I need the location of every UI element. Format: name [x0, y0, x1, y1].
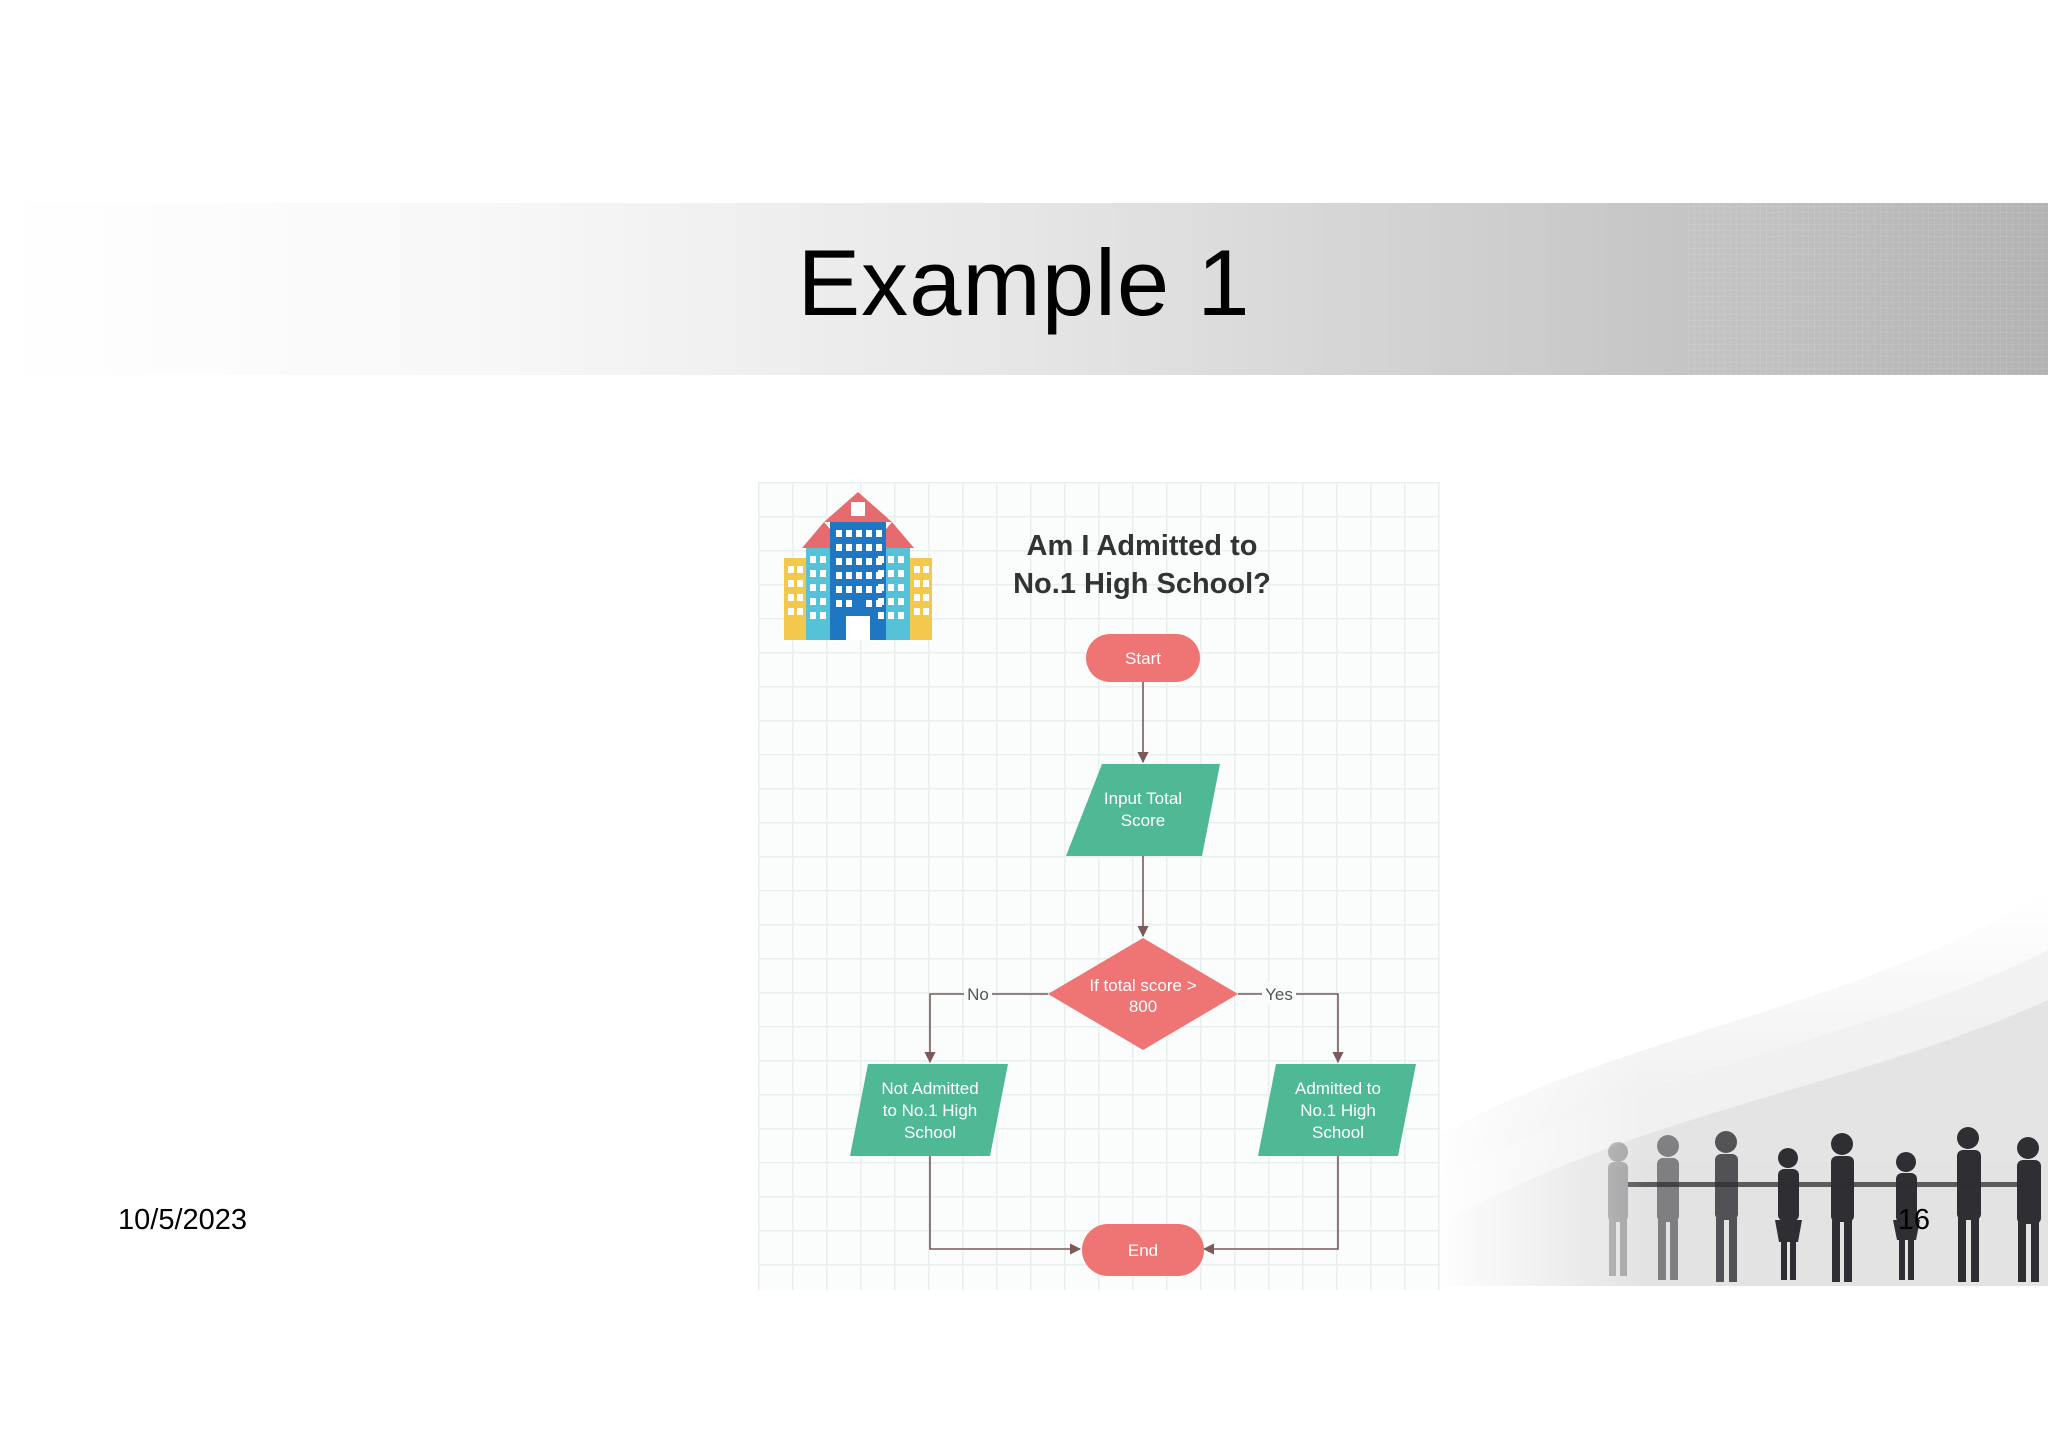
- not-admitted-label-line-3: School: [904, 1123, 956, 1142]
- admitted-label-line-1: Admitted to: [1295, 1079, 1381, 1098]
- decision-node-label-line-1: If total score >: [1089, 976, 1196, 995]
- edge-admitted-to-end: [1202, 1156, 1339, 1255]
- diagram-title-line-2: No.1 High School?: [1013, 568, 1271, 600]
- footer-page-number: 16: [1897, 1204, 1930, 1236]
- decision-node: If total score > 800: [1048, 938, 1238, 1050]
- people-background-image: [1428, 890, 2048, 1286]
- diagram-title-line-1: Am I Admitted to: [1027, 530, 1258, 562]
- school-building-icon: [784, 492, 932, 640]
- edge-label-no: No: [967, 985, 989, 1004]
- edge-decision-no: [924, 993, 1048, 1064]
- end-node: End: [1082, 1224, 1204, 1276]
- title-band: [0, 203, 2048, 375]
- end-node-label: End: [1128, 1241, 1158, 1260]
- input-node: Input Total Score: [1066, 764, 1220, 856]
- start-node-label: Start: [1125, 649, 1161, 668]
- connectors: [924, 682, 1344, 1255]
- not-admitted-label-line-2: to No.1 High: [883, 1101, 978, 1120]
- admitted-node: Admitted to No.1 High School: [1258, 1064, 1416, 1156]
- admitted-label-line-2: No.1 High: [1300, 1101, 1376, 1120]
- not-admitted-node: Not Admitted to No.1 High School: [850, 1064, 1008, 1156]
- decision-node-label-line-2: 800: [1129, 997, 1157, 1016]
- slide-title: Example 1: [797, 230, 1251, 335]
- input-node-label-line-1: Input Total: [1104, 789, 1182, 808]
- edge-not-admitted-to-end: [929, 1156, 1082, 1255]
- footer-date: 10/5/2023: [118, 1204, 248, 1236]
- admitted-label-line-3: School: [1312, 1123, 1364, 1142]
- start-node: Start: [1086, 634, 1200, 682]
- edge-decision-yes: [1238, 993, 1344, 1064]
- flowchart-diagram: Am I Admitted to No.1 High School? No Ye…: [784, 492, 1416, 1276]
- not-admitted-label-line-1: Not Admitted: [881, 1079, 978, 1098]
- input-node-label-line-2: Score: [1121, 811, 1165, 830]
- edge-label-yes: Yes: [1265, 985, 1293, 1004]
